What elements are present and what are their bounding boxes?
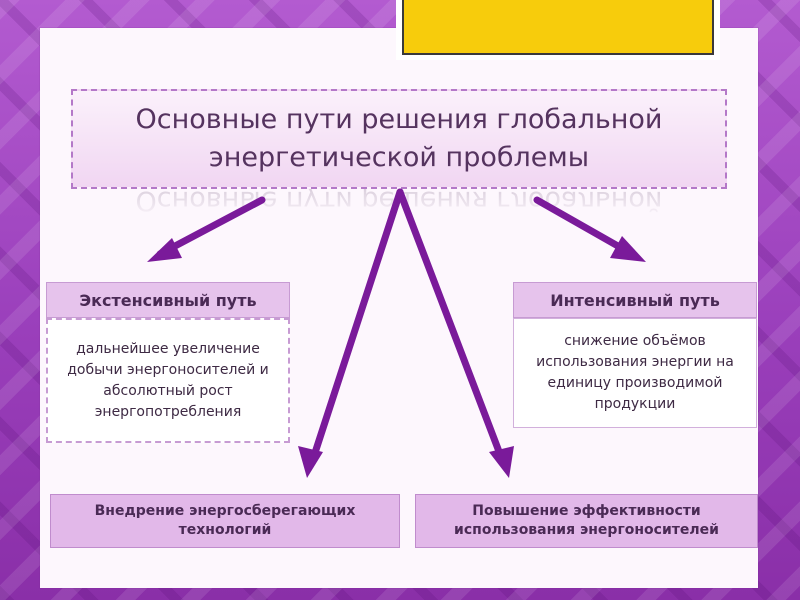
title-box: Основные пути решения глобальной энергет… bbox=[71, 89, 727, 189]
intensive-description: снижение объёмов использования энергии н… bbox=[513, 318, 757, 428]
bottom-left-text: Внедрение энергосберегающих технологий bbox=[94, 503, 356, 538]
extensive-description-text: дальнейшее увеличение добычи энергоносит… bbox=[67, 340, 269, 420]
diagram-title: Основные пути решения глобальной энергет… bbox=[135, 104, 663, 173]
extensive-heading-text: Экстенсивный путь bbox=[79, 290, 257, 310]
extensive-heading: Экстенсивный путь bbox=[46, 282, 290, 318]
intensive-description-text: снижение объёмов использования энергии н… bbox=[536, 333, 734, 412]
extensive-description: дальнейшее увеличение добычи энергоносит… bbox=[46, 318, 290, 443]
bottom-right-text: Повышение эффективности использования эн… bbox=[454, 503, 719, 538]
bottom-left-box: Внедрение энергосберегающих технологий bbox=[50, 494, 400, 548]
intensive-heading: Интенсивный путь bbox=[513, 282, 757, 318]
decorative-yellow-box bbox=[396, 0, 720, 60]
yellow-box-fill bbox=[402, 0, 714, 55]
intensive-heading-text: Интенсивный путь bbox=[550, 290, 720, 310]
bottom-right-box: Повышение эффективности использования эн… bbox=[415, 494, 758, 548]
